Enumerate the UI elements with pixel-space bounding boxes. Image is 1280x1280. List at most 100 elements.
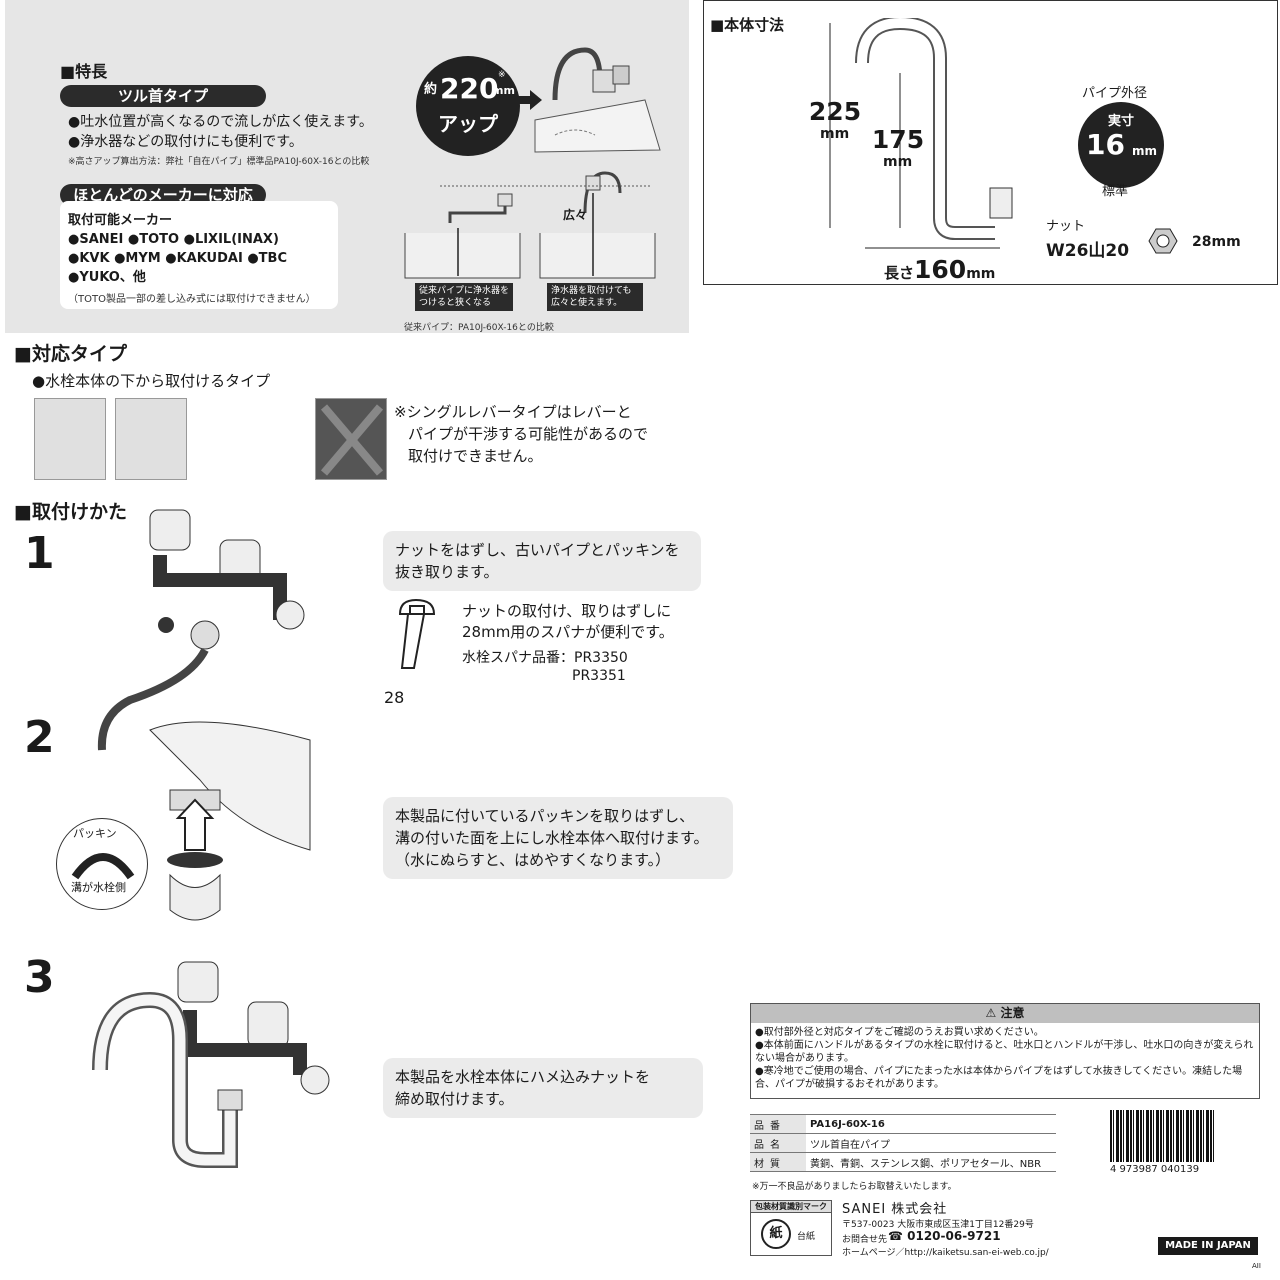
packing-detail-circle: パッキン 溝が水栓側 — [56, 818, 148, 910]
feature-note: ※高さアップ算出方法：弊社「自在パイプ」標準品PA10J-60X-16との比較 — [68, 157, 370, 167]
step-2-text-2: 溝の付いた面を上にし水栓本体へ取付けます。 — [395, 829, 709, 847]
single-lever-faucet-icon — [315, 398, 387, 480]
compare-new-caption: 浄水器を取付けても広々と使えます。 — [547, 283, 643, 311]
pipe-od-unit: mm — [1132, 144, 1158, 158]
standard-label: 標準 — [1102, 184, 1129, 199]
maker-pill: ほとんどのメーカーに対応 — [60, 184, 266, 206]
maker-line-3: ●YUKO、他 — [68, 270, 146, 285]
arrow-right-icon — [512, 90, 542, 110]
packing-label: パッキン — [73, 827, 117, 840]
height-inner-value: 175 — [871, 125, 925, 154]
maker-title: 取付可能メーカー — [68, 213, 173, 228]
step-1-illustration — [97, 509, 305, 751]
dimensions-box — [703, 0, 1278, 285]
step-1-number: 1 — [24, 528, 55, 579]
recycle-label: 台紙 — [797, 1232, 816, 1242]
maker-note: （TOTO製品一部の差し込み式には取付けできません） — [68, 294, 316, 305]
spec-label: 品番 — [750, 1114, 806, 1134]
step-2-illustration — [149, 721, 311, 921]
company-name: SANEI 株式会社 — [842, 1202, 948, 1217]
caution-item-2: ●本体前面にハンドルがあるタイプの水栓に取付けると、吐水口とハンドルが干渉し、吐… — [755, 1040, 1254, 1064]
dimensions-heading: ■本体寸法 — [710, 16, 785, 34]
compare-wide-label: 広々 — [563, 208, 588, 222]
nut-thread: W26山20 — [1046, 241, 1130, 261]
caution-item-1: ●取付部外径と対応タイプをご確認のうえお買い求めください。 — [755, 1027, 1044, 1038]
step-3-text-2: 締め取付けます。 — [395, 1090, 514, 1108]
barcode — [1110, 1110, 1214, 1162]
up-badge: 約 220 mm ※ アップ — [416, 56, 520, 156]
maker-line-2: ●KVK ●MYM ●KAKUDAI ●TBC — [68, 251, 287, 266]
up-badge-value: 220 — [440, 72, 499, 105]
packing-note: 溝が水栓側 — [71, 881, 126, 894]
maker-line-1: ●SANEI ●TOTO ●LIXIL(INAX) — [68, 232, 279, 247]
maker-box — [60, 201, 338, 309]
height-total-value: 225 — [808, 97, 862, 126]
pipe-od-value: 16 — [1086, 128, 1125, 161]
up-badge-unit: mm — [492, 84, 515, 97]
wrench-size: 28 — [384, 688, 405, 707]
nut-size: 28mm — [1192, 234, 1241, 250]
length-unit: mm — [966, 266, 996, 282]
length-value: 160 — [914, 255, 967, 284]
wrench-icon — [398, 598, 436, 669]
length-dimension: 長さ160mm — [884, 255, 995, 284]
height-total-unit: mm — [820, 126, 850, 142]
recycle-paper-icon: 紙 — [761, 1219, 791, 1249]
made-in-japan-badge: MADE IN JAPAN — [1158, 1237, 1258, 1255]
step-1-text-1: ナットをはずし、古いパイプとパッキンを — [395, 541, 680, 559]
recycle-mark-box: 包装材質識別マーク 紙 台紙 — [750, 1200, 832, 1256]
spec-footnote: ※万一不良品がありましたらお取替えいたします。 — [752, 1182, 957, 1192]
barcode-number: 4 973987 040139 — [1110, 1164, 1200, 1175]
pipe-od-badge: 実寸 16 mm — [1078, 102, 1164, 188]
features-heading: ■特長 — [60, 62, 108, 81]
compat-bullet: ●水栓本体の下から取付けるタイプ — [32, 372, 271, 390]
spec-label: 品名 — [750, 1133, 806, 1153]
step-3-text-1: 本製品を水栓本体にハメ込みナットを — [395, 1068, 651, 1086]
spec-row: 品名ツル首自在パイプ — [750, 1133, 1056, 1153]
step-1-bubble: ナットをはずし、古いパイプとパッキンを 抜き取ります。 — [383, 531, 701, 591]
spec-row: 材質黄銅、青銅、ステンレス鋼、ポリアセタール、NBR — [750, 1152, 1056, 1172]
feature-bullet-1: ●吐水位置が高くなるので流しが広く使えます。 — [68, 114, 373, 130]
install-heading: ■取付けかた — [14, 501, 127, 523]
caution-box: ⚠ 注意 ●取付部外径と対応タイプをご確認のうえお買い求めください。 ●本体前面… — [750, 1003, 1260, 1099]
step-1-text-2: 抜き取ります。 — [395, 563, 499, 581]
sink-faucet-illustration — [534, 47, 661, 153]
caution-item-3: ●寒冷地でご使用の場合、パイプにたまった水は本体からパイプをはずして水抜きしてく… — [755, 1066, 1243, 1090]
length-label: 長さ — [884, 264, 915, 282]
wrench-part-1: 水栓スパナ品番：PR3350 — [462, 650, 628, 666]
compat-warning-2: パイプが干渉する可能性があるので — [408, 425, 649, 443]
up-badge-prefix: 約 — [424, 82, 438, 97]
height-inner-unit: mm — [883, 154, 913, 170]
step-3-illustration — [92, 961, 330, 1168]
compare-note: 従来パイプ：PA10J-60X-16との比較 — [404, 323, 554, 333]
compat-warning-1: ※シングルレバータイプはレバーと — [394, 403, 632, 421]
company-phone: ☎ 0120-06-9721 — [888, 1229, 1001, 1243]
caution-title: ⚠ 注意 — [751, 1004, 1259, 1023]
step-3-number: 3 — [24, 952, 55, 1003]
step-2-text-1: 本製品に付いているパッキンを取りはずし、 — [395, 807, 695, 825]
compare-illustration — [404, 171, 656, 279]
up-badge-mark: ※ — [498, 70, 506, 80]
compat-warning-3: 取付けできません。 — [408, 447, 543, 465]
compare-old-caption: 従来パイプに浄水器をつけると狭くなる — [415, 283, 513, 311]
step-2-bubble: 本製品に付いているパッキンを取りはずし、 溝の付いた面を上にし水栓本体へ取付けま… — [383, 797, 733, 879]
hex-nut-icon — [1148, 228, 1178, 254]
up-badge-label: アップ — [438, 112, 498, 136]
step-3-bubble: 本製品を水栓本体にハメ込みナットを 締め取付けます。 — [383, 1058, 703, 1118]
spec-value: ツル首自在パイプ — [806, 1133, 1056, 1153]
company-address: 〒537-0023 大阪市東成区玉津1丁目12番29号 — [842, 1220, 1034, 1230]
company-website: ホームページ／http://kaiketsu.san-ei-web.co.jp/ — [842, 1248, 1049, 1258]
pipe-od-label: パイプ外径 — [1082, 86, 1148, 101]
feature-bullet-2: ●浄水器などの取付けにも便利です。 — [68, 134, 303, 150]
print-code: AII — [1252, 1262, 1261, 1270]
two-handle-faucet-icon — [34, 398, 106, 480]
recycle-title: 包装材質識別マーク — [751, 1201, 831, 1213]
wrench-text-2: 28mm用のスパナが便利です。 — [462, 623, 674, 641]
spec-value: 黄銅、青銅、ステンレス鋼、ポリアセタール、NBR — [806, 1152, 1056, 1172]
nut-label: ナット — [1046, 219, 1086, 234]
step-2-text-3: （水にぬらすと、はめやすくなります。） — [395, 851, 671, 869]
compat-heading: ■対応タイプ — [14, 343, 127, 365]
wrench-text-1: ナットの取付け、取りはずしに — [462, 602, 672, 620]
